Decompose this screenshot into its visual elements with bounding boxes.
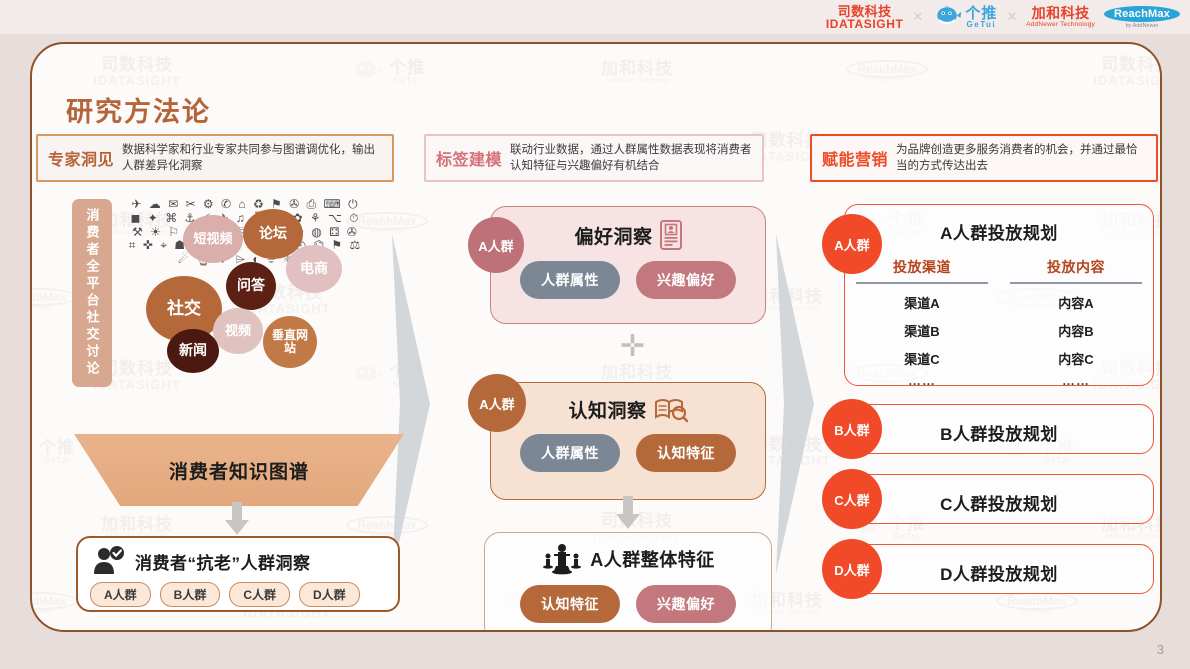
bubble-4: 电商 bbox=[286, 245, 342, 293]
bubble-2: 短视频 bbox=[183, 215, 243, 263]
vertical-label-social-discussion: 消费者全平台社交讨论 bbox=[72, 199, 112, 387]
audience-chip-a[interactable]: A人群 bbox=[90, 582, 151, 607]
reachmax-logo: ReachMax by AddNewer bbox=[1103, 5, 1180, 29]
bubble-3: 论坛 bbox=[243, 209, 303, 259]
plus-icon: ✛ bbox=[620, 330, 646, 363]
plan-cell-content-a: 内容A bbox=[1058, 296, 1094, 311]
down-arrow-icon-middle bbox=[615, 496, 641, 530]
badge-audience-d: D人群 bbox=[822, 539, 882, 599]
bubble-5: 问答 bbox=[226, 262, 276, 310]
logo-separator-icon-2: ✕ bbox=[1006, 9, 1018, 24]
page-title: 研究方法论 bbox=[66, 97, 211, 127]
plan-cell-channel-c: 渠道C bbox=[904, 352, 940, 367]
pill-audience-attributes-2[interactable]: 人群属性 bbox=[520, 434, 620, 472]
reachmax-logo-sub: by AddNewer bbox=[1125, 22, 1159, 29]
vertical-label-text: 消费者全平台社交讨论 bbox=[84, 208, 100, 378]
header-callout-expert: 专家洞见 数据科学家和行业专家共同参与图谱调优化，输出人群差异化洞察 bbox=[36, 134, 394, 182]
badge-audience-a-plan: A人群 bbox=[822, 214, 882, 274]
plan-cell-content-b: 内容B bbox=[1058, 324, 1094, 339]
consumer-antiaging-insight-box: 消费者“抗老”人群洞察 A人群 B人群 C人群 D人群 bbox=[76, 536, 400, 612]
panel-cognition-insight: 认知洞察 人群属性 认知特征 bbox=[490, 382, 766, 500]
header-tag-expert: 专家洞见 bbox=[48, 152, 115, 169]
person-check-icon bbox=[94, 546, 124, 574]
page-number: 3 bbox=[1156, 642, 1164, 657]
bubble-8: 垂直网站 bbox=[263, 316, 317, 368]
plan-dots-content: …… bbox=[1062, 373, 1090, 388]
flow-divider-2 bbox=[774, 204, 816, 604]
badge-audience-b: B人群 bbox=[822, 399, 882, 459]
people-scale-icon bbox=[543, 544, 582, 575]
top-logo-bar: 司数科技 IDATASIGHT ✕ 个推 GeTui ✕ 加和科技 AddNew… bbox=[0, 0, 1190, 34]
plan-column-content: 投放内容 内容A 内容B 内容C …… bbox=[1010, 257, 1142, 388]
plan-cell-channel-b: 渠道B bbox=[904, 324, 940, 339]
addnewer-logo: 加和科技 AddNewer Technology bbox=[1026, 4, 1095, 29]
pill-interest-preference-1[interactable]: 兴趣偏好 bbox=[636, 261, 736, 299]
pill-audience-attributes-1[interactable]: 人群属性 bbox=[520, 261, 620, 299]
pill-interest-preference-2[interactable]: 兴趣偏好 bbox=[636, 585, 736, 623]
book-search-icon bbox=[654, 398, 688, 422]
plan-box-audience-c[interactable]: C人群投放规划 bbox=[844, 474, 1154, 524]
bubble-7: 新闻 bbox=[167, 329, 219, 373]
plan-box-audience-a[interactable]: A人群投放规划 投放渠道 渠道A 渠道B 渠道C …… 投放内容 内容A 内容B… bbox=[844, 204, 1154, 388]
audience-chip-b[interactable]: B人群 bbox=[159, 582, 221, 607]
header-desc-expert: 数据科学家和行业专家共同参与图谱调优化，输出人群差异化洞察 bbox=[122, 143, 376, 172]
plan-cell-content-c: 内容C bbox=[1058, 352, 1094, 367]
header-callout-tagging: 标签建模 联动行业数据，通过人群属性数据表现将消费者认知特征与兴趣偏好有机结合 bbox=[424, 134, 764, 182]
header-desc-tagging: 联动行业数据，通过人群属性数据表现将消费者认知特征与兴趣偏好有机结合 bbox=[510, 143, 752, 172]
plan-box-audience-d[interactable]: D人群投放规划 bbox=[844, 544, 1154, 594]
insight-title: 消费者“抗老”人群洞察 bbox=[135, 553, 311, 573]
pill-cognitive-traits-2[interactable]: 认知特征 bbox=[520, 585, 620, 623]
badge-audience-a-cognition: A人群 bbox=[468, 374, 526, 432]
idatasight-logo: 司数科技 IDATASIGHT bbox=[826, 5, 904, 30]
plan-cell-channel-a: 渠道A bbox=[904, 296, 940, 311]
audience-chip-c[interactable]: C人群 bbox=[229, 582, 291, 607]
badge-audience-c: C人群 bbox=[822, 469, 882, 529]
bubble-chart-platforms: ✈ ☁ ✉ ✂ ⚙ ✆ ⌂ ♻ ⚑ ✇ ⎙ ⌨ ⏻ ◼ ✦ ⌘ ⚓ ⚡ ✈ ♫ … bbox=[120, 194, 370, 409]
badge-audience-a-preference: A人群 bbox=[468, 217, 524, 273]
plan-title-d: D人群投放规划 bbox=[940, 565, 1058, 584]
panel-title-cognition: 认知洞察 bbox=[568, 401, 647, 422]
plan-title-c: C人群投放规划 bbox=[940, 495, 1058, 514]
pill-cognitive-traits-1[interactable]: 认知特征 bbox=[636, 434, 736, 472]
header-tag-tagging: 标签建模 bbox=[436, 152, 503, 169]
idatasight-logo-en: IDATASIGHT bbox=[825, 16, 904, 31]
audience-chip-d[interactable]: D人群 bbox=[299, 582, 360, 607]
getui-logo-cn: 个推 bbox=[965, 4, 998, 22]
plan-column-header-channel: 投放渠道 bbox=[856, 257, 988, 284]
plan-box-audience-b[interactable]: B人群投放规划 bbox=[844, 404, 1154, 454]
down-arrow-icon-left bbox=[224, 502, 250, 536]
panel-title-preference: 偏好洞察 bbox=[574, 226, 653, 248]
knowledge-graph-funnel: 消费者知识图谱 bbox=[74, 434, 404, 506]
plan-title-a: A人群投放规划 bbox=[940, 224, 1058, 243]
getui-logo-en: GeTui bbox=[966, 19, 997, 29]
header-desc-marketing: 为品牌创造更多服务消费者的机会，并通过最恰当的方式传达出去 bbox=[896, 143, 1138, 172]
getui-logo: 个推 GeTui bbox=[932, 5, 997, 29]
addnewer-logo-en: AddNewer Technology bbox=[1026, 21, 1095, 29]
header-tag-marketing: 赋能营销 bbox=[822, 152, 889, 169]
panel-preference-insight: 偏好洞察 人群属性 兴趣偏好 bbox=[490, 206, 766, 324]
id-card-icon bbox=[659, 220, 682, 250]
plan-dots-channel: …… bbox=[908, 373, 936, 388]
addnewer-logo-cn: 加和科技 bbox=[1031, 4, 1090, 21]
panel-audience-a-overall: A人群整体特征 认知特征 兴趣偏好 bbox=[484, 532, 772, 630]
flow-divider-1 bbox=[390, 204, 432, 604]
summary-title: A人群整体特征 bbox=[590, 550, 715, 570]
plan-column-header-content: 投放内容 bbox=[1010, 257, 1142, 284]
logo-separator-icon: ✕ bbox=[912, 9, 924, 24]
audience-chip-list: A人群 B人群 C人群 D人群 bbox=[78, 576, 398, 607]
idatasight-logo-cn: 司数科技 bbox=[837, 3, 892, 19]
bubble-6: 视频 bbox=[213, 308, 263, 354]
plan-column-channel: 投放渠道 渠道A 渠道B 渠道C …… bbox=[856, 257, 988, 388]
whale-icon bbox=[937, 5, 962, 25]
plan-title-b: B人群投放规划 bbox=[940, 425, 1058, 444]
funnel-label: 消费者知识图谱 bbox=[168, 461, 309, 483]
card-content: 研究方法论 专家洞见 数据科学家和行业专家共同参与图谱调优化，输出人群差异化洞察… bbox=[32, 44, 1160, 630]
header-callout-marketing: 赋能营销 为品牌创造更多服务消费者的机会，并通过最恰当的方式传达出去 bbox=[810, 134, 1158, 182]
reachmax-logo-text: ReachMax bbox=[1103, 5, 1180, 22]
